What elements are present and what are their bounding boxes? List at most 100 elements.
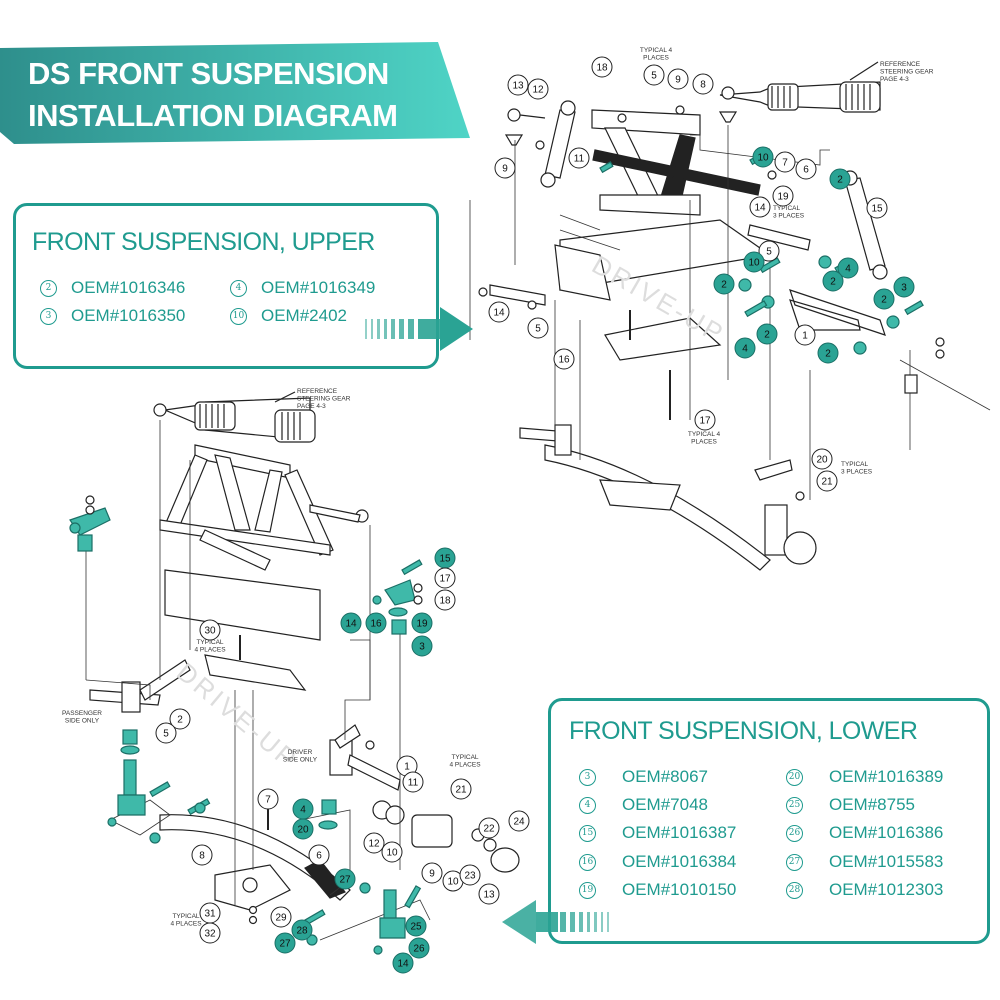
oem-number: OEM#8755 [829, 795, 915, 814]
callout-label: 7 [265, 795, 271, 806]
oem-number: OEM#1016387 [622, 823, 737, 842]
lower-callout-8: 8 [191, 844, 213, 866]
banner-title-line1: DS FRONT SUSPENSION [28, 56, 389, 91]
callout-circle [334, 868, 356, 890]
upper-callout-5: 5 [527, 317, 549, 339]
upper-callout-13: 13 [507, 74, 529, 96]
callout-circle [694, 409, 716, 431]
callout-circle [405, 915, 427, 937]
callout-label: 24 [513, 817, 525, 828]
callout-circle [817, 342, 839, 364]
oem-number: OEM#1016346 [71, 278, 186, 297]
upper-callout-21: 21 [816, 470, 838, 492]
callout-label: 12 [368, 839, 380, 850]
upper-callout-12: 12 [527, 78, 549, 100]
lower-assembly-drawing [69, 391, 520, 955]
callout-circle [758, 240, 780, 262]
callout-circle [553, 348, 575, 370]
callout-number: 3 [40, 307, 57, 325]
lower-callout-10: 10 [381, 841, 403, 863]
oem-number: OEM#7048 [622, 795, 708, 814]
callout-circle [873, 288, 895, 310]
upper-callout-2: 2 [822, 270, 844, 292]
callout-circle [392, 952, 414, 974]
lower-callout-24: 24 [508, 810, 530, 832]
callout-label: 10 [748, 258, 760, 269]
callout-circle [527, 78, 549, 100]
callout-circle [822, 270, 844, 292]
lower-callout-25: 25 [405, 915, 427, 937]
upper-parts-panel: FRONT SUSPENSION, UPPER 2 OEM#1016346 4 … [13, 203, 439, 369]
callout-label: 22 [483, 824, 495, 835]
lower-callout-31: 31 [199, 902, 221, 924]
callout-circle [811, 448, 833, 470]
callout-circle [713, 273, 735, 295]
callout-number: 3 [579, 768, 596, 786]
upper-callout-14: 14 [488, 301, 510, 323]
callout-label: 4 [742, 344, 748, 355]
oem-number: OEM#1016350 [71, 306, 186, 325]
lower-callout-12: 12 [363, 832, 385, 854]
lower-callout-5: 5 [155, 722, 177, 744]
callout-circle [692, 73, 714, 95]
callout-number: 20 [786, 768, 803, 786]
callout-circle [795, 158, 817, 180]
callout-number: 4 [579, 796, 596, 814]
callout-label: 18 [439, 596, 451, 607]
lower-callout-14: 14 [392, 952, 414, 974]
lower-panel-title: FRONT SUSPENSION, LOWER [569, 717, 918, 745]
callout-label: 12 [532, 85, 544, 96]
callout-circle [756, 323, 778, 345]
callout-circle [381, 841, 403, 863]
callout-number: 27 [786, 853, 803, 871]
oem-number: OEM#1016389 [829, 767, 944, 786]
upper-callout-9: 9 [494, 157, 516, 179]
callout-label: 2 [764, 330, 770, 341]
callout-number: 4 [230, 279, 247, 297]
upper-callout-15: 15 [866, 197, 888, 219]
callout-circle [837, 257, 859, 279]
callout-label: 4 [300, 805, 306, 816]
callout-circle [568, 147, 590, 169]
oem-number: OEM#1010150 [622, 880, 737, 899]
upper-callout-6: 6 [795, 158, 817, 180]
callout-circle [402, 771, 424, 793]
callout-circle [507, 74, 529, 96]
callout-label: 10 [386, 848, 398, 859]
lower-callout-18: 18 [434, 589, 456, 611]
callout-label: 28 [296, 926, 308, 937]
callout-label: 5 [163, 729, 169, 740]
oem-item: 27 OEM#1015583 [786, 852, 943, 872]
lower-callout-7: 7 [257, 788, 279, 810]
oem-number: OEM#1015583 [829, 852, 944, 871]
callout-label: 11 [574, 154, 585, 165]
oem-number: OEM#2402 [261, 306, 347, 325]
callout-number: 26 [786, 824, 803, 842]
upper-callout-14: 14 [749, 196, 771, 218]
callout-label: 14 [754, 203, 766, 214]
lower-callout-26: 26 [408, 937, 430, 959]
callout-label: 14 [397, 959, 409, 970]
upper-callout-2: 2 [713, 273, 735, 295]
callout-circle [893, 276, 915, 298]
callout-circle [270, 906, 292, 928]
callout-circle [478, 817, 500, 839]
upper-callout-16: 16 [553, 348, 575, 370]
callout-label: 1 [404, 762, 410, 773]
callout-label: 10 [757, 153, 769, 164]
callout-label: 20 [297, 825, 309, 836]
callout-circle [743, 251, 765, 273]
upper-callout-3: 3 [893, 276, 915, 298]
callout-circle [829, 168, 851, 190]
